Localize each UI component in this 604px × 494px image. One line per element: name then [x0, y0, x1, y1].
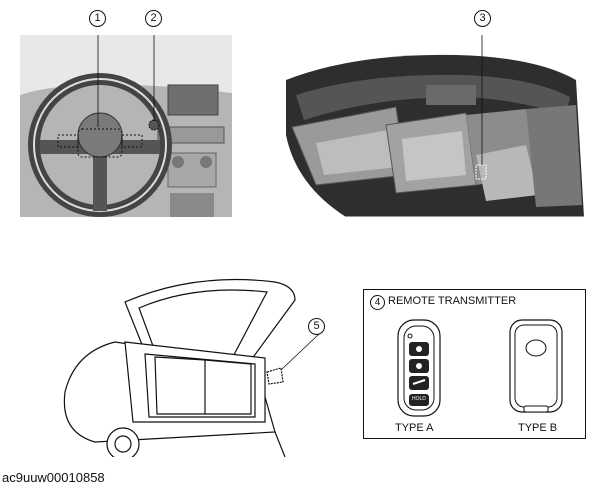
hold-label: HOLD [412, 396, 426, 402]
callout-2: 2 [145, 10, 162, 27]
interior-illustration [276, 35, 588, 217]
remote-type-b-illustration [509, 319, 563, 413]
type-b-label: TYPE B [518, 422, 558, 434]
remote-transmitter-panel: 4 REMOTE TRANSMITTER HOLD TYPE A TYPE B [363, 289, 586, 439]
image-code: ac9uuw00010858 [2, 470, 105, 485]
dashboard-illustration [20, 35, 232, 217]
rear-liftgate-illustration [55, 272, 345, 457]
type-a-label: TYPE A [395, 422, 434, 434]
callout-1: 1 [89, 10, 106, 27]
remote-title: REMOTE TRANSMITTER [388, 295, 517, 307]
callout-3: 3 [474, 10, 491, 27]
callout-4: 4 [370, 295, 385, 310]
callout-5: 5 [308, 318, 325, 335]
remote-type-a-illustration [397, 319, 441, 417]
